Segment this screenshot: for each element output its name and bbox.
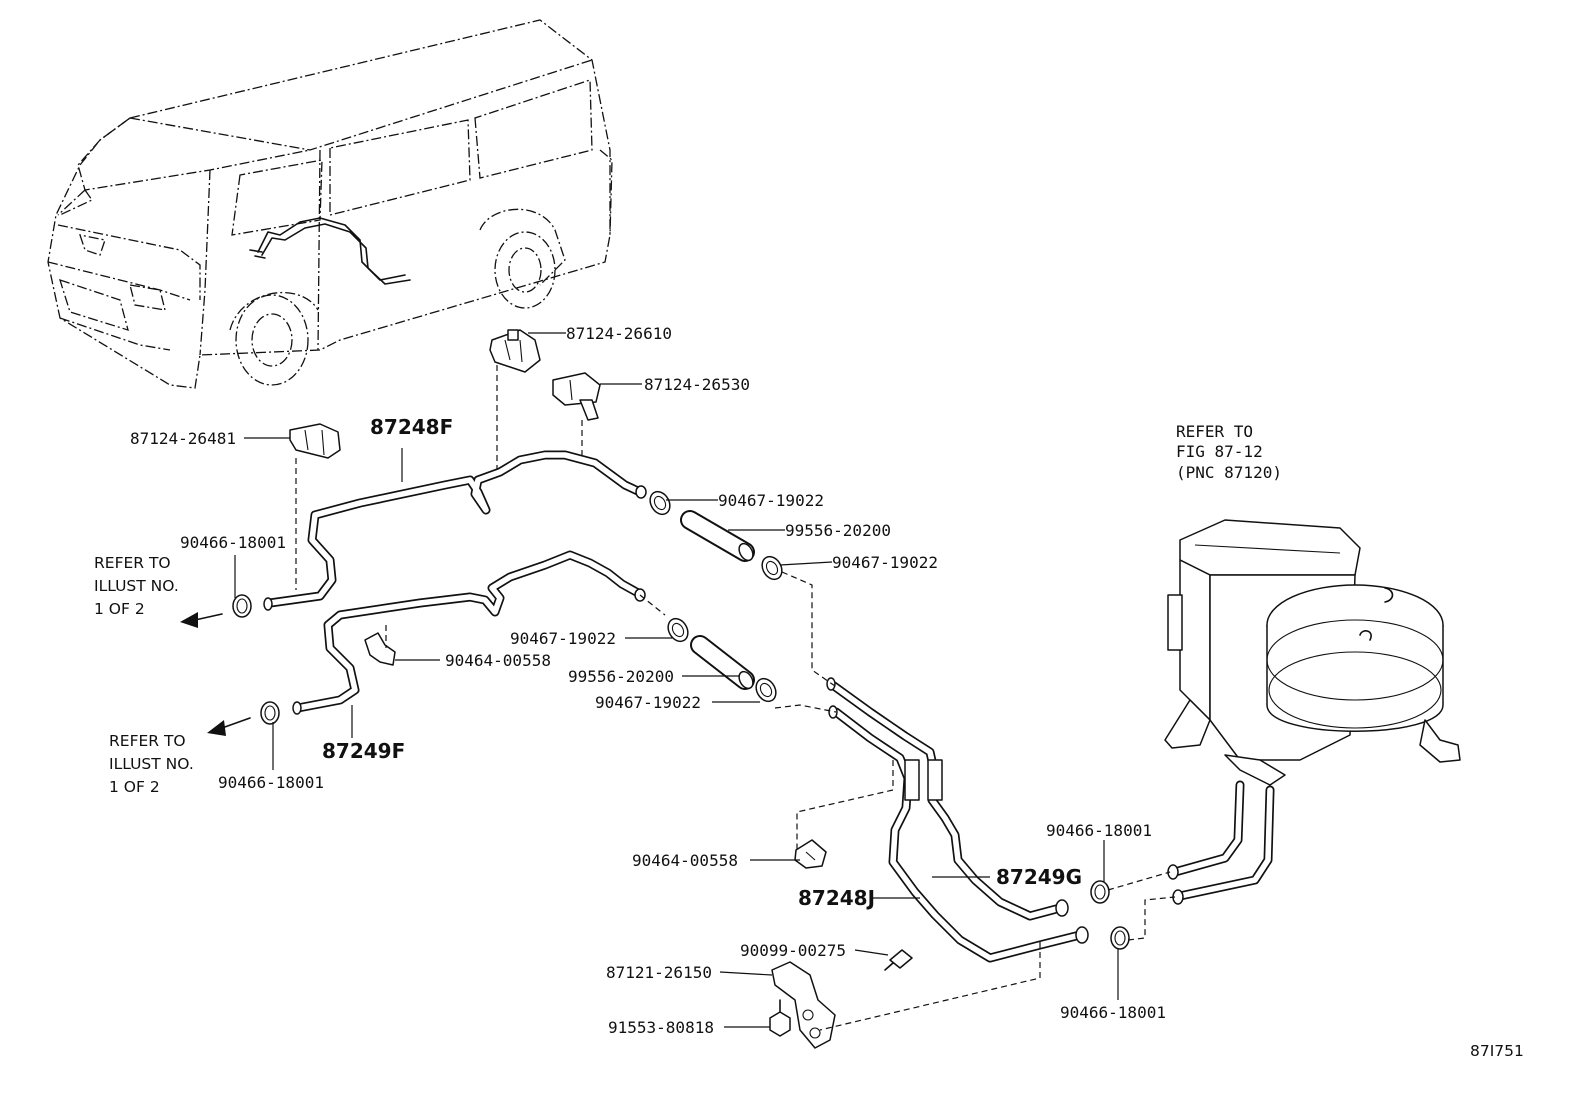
- clamp-87124-26530[interactable]: [552, 372, 601, 421]
- label-90466-18001: 90466-18001: [1060, 1003, 1166, 1022]
- svg-text:REFER TO: REFER TO: [94, 554, 171, 572]
- label-90464-00558: 90464-00558: [445, 651, 551, 670]
- assembly-lines: [295, 365, 1176, 1031]
- hose-sleeve: [927, 759, 943, 801]
- clamp-90464-00558[interactable]: [364, 632, 396, 666]
- bracket-87121-26150[interactable]: [771, 961, 836, 1049]
- svg-text:1 OF 2: 1 OF 2: [94, 600, 145, 618]
- heater-unit[interactable]: [1164, 519, 1461, 905]
- hose-99556-20200[interactable]: [690, 635, 756, 691]
- label-90099-00275: 90099-00275: [740, 941, 846, 960]
- label-90466-18001: 90466-18001: [180, 533, 286, 552]
- hose-87248f[interactable]: [263, 450, 647, 611]
- clip-90466-18001[interactable]: [260, 701, 280, 725]
- clip-90467-19022[interactable]: [758, 553, 786, 583]
- label-90467-19022: 90467-19022: [510, 629, 616, 648]
- figure-id: 87I751: [1470, 1042, 1524, 1060]
- clip-90466-18001[interactable]: [232, 594, 252, 618]
- label-87248j: 87248J: [798, 886, 875, 910]
- label-99556-20200: 99556-20200: [785, 521, 891, 540]
- label-91553-80818: 91553-80818: [608, 1018, 714, 1037]
- label-90466-18001: 90466-18001: [218, 773, 324, 792]
- label-87124-26530: 87124-26530: [644, 375, 750, 394]
- note-refer-illust-lower: REFER TO ILLUST NO. 1 OF 2: [109, 732, 194, 796]
- label-90467-19022: 90467-19022: [718, 491, 824, 510]
- hose-87248j[interactable]: [828, 705, 1085, 963]
- clip-90467-19022[interactable]: [752, 675, 780, 705]
- arrow-left-icon: [221, 717, 251, 729]
- label-90466-18001: 90466-18001: [1046, 821, 1152, 840]
- svg-text:1 OF 2: 1 OF 2: [109, 778, 160, 796]
- hose-99556-20200[interactable]: [680, 510, 756, 563]
- label-87249f: 87249F: [322, 739, 405, 763]
- svg-text:REFER TO: REFER TO: [109, 732, 186, 750]
- van-illustration: [47, 19, 613, 389]
- arrow-left-icon: [207, 720, 226, 736]
- hose-end: [1055, 899, 1069, 917]
- svg-text:FIG 87-12: FIG 87-12: [1176, 442, 1263, 461]
- label-87249g: 87249G: [996, 865, 1082, 889]
- note-refer-illust-upper: REFER TO ILLUST NO. 1 OF 2: [94, 554, 179, 618]
- arrow-left-icon: [194, 613, 223, 621]
- hose-end: [1075, 926, 1089, 944]
- clip-90467-19022[interactable]: [664, 615, 692, 645]
- svg-text:(PNC 87120): (PNC 87120): [1176, 463, 1282, 482]
- clip-90467-19022[interactable]: [646, 488, 674, 518]
- svg-text:ILLUST NO.: ILLUST NO.: [109, 755, 194, 773]
- label-87124-26610: 87124-26610: [566, 324, 672, 343]
- clamp-87124-26610[interactable]: [489, 329, 541, 373]
- hose-87249g[interactable]: [826, 677, 1065, 921]
- label-90467-19022: 90467-19022: [832, 553, 938, 572]
- clamp-87124-26481[interactable]: [289, 423, 341, 459]
- clamp-90464-00558[interactable]: [794, 839, 827, 869]
- svg-text:REFER TO: REFER TO: [1176, 422, 1253, 441]
- clip-90466-18001[interactable]: [1110, 926, 1130, 950]
- leader-lines: [234, 332, 1119, 1028]
- label-90467-19022: 90467-19022: [595, 693, 701, 712]
- label-87248f: 87248F: [370, 415, 453, 439]
- hose-sleeve: [904, 759, 920, 801]
- bolt-91553-80818[interactable]: [769, 999, 791, 1037]
- hose-87249f[interactable]: [292, 550, 646, 715]
- screw-90099-00275[interactable]: [884, 949, 913, 971]
- label-87124-26481: 87124-26481: [130, 429, 236, 448]
- label-87121-26150: 87121-26150: [606, 963, 712, 982]
- note-refer-fig: REFER TO FIG 87-12 (PNC 87120): [1176, 422, 1282, 482]
- arrow-left-icon: [180, 612, 198, 628]
- label-99556-20200: 99556-20200: [568, 667, 674, 686]
- svg-text:ILLUST NO.: ILLUST NO.: [94, 577, 179, 595]
- label-90464-00558: 90464-00558: [632, 851, 738, 870]
- clip-90466-18001[interactable]: [1090, 880, 1110, 904]
